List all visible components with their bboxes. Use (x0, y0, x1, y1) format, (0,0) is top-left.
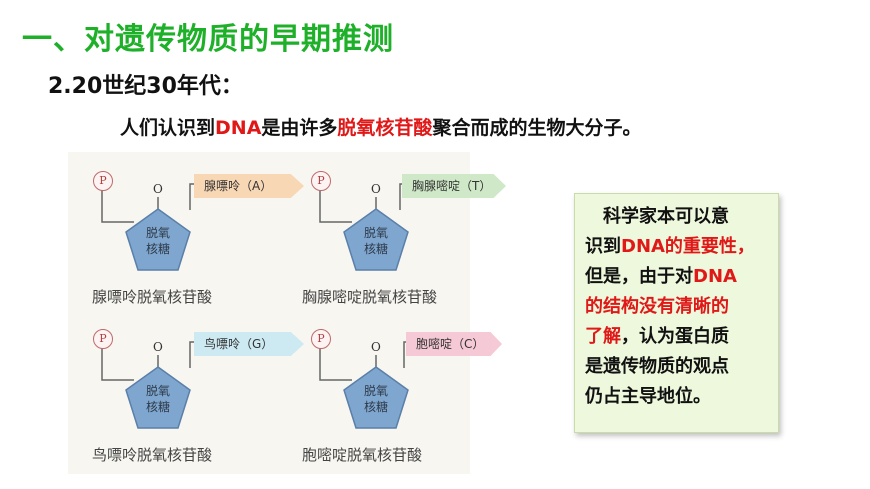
phosphate-icon: P (311, 329, 331, 349)
note-line-5a: 了解 (585, 326, 621, 347)
sugar-label: 脱氧 核糖 (138, 383, 178, 415)
note-line-2: 识到DNA的重要性， (585, 232, 768, 262)
sugar-label-bottom: 核糖 (363, 400, 388, 414)
sugar-label-top: 脱氧 (363, 226, 388, 240)
note-box: 科学家本可以意 识到DNA的重要性， 但是，由于对DNA 的结构没有清晰的 了解… (574, 193, 779, 433)
statement-dna: DNA (215, 117, 262, 139)
phosphate-icon: P (93, 329, 113, 349)
oxygen-label: O (153, 182, 163, 196)
statement-text: 人们认识到DNA是由许多脱氧核苷酸聚合而成的生物大分子。 (120, 113, 641, 140)
statement-part3: 聚合而成的生物大分子。 (432, 117, 642, 139)
nucleotide-c: P O 脱氧 核糖 胞嘧啶（C） 胞嘧啶脱氧核苷酸 (294, 320, 502, 480)
note-line-2a: 识到 (585, 236, 621, 257)
oxygen-label: O (153, 340, 163, 354)
note-line-5b: ，认为蛋白质 (621, 326, 729, 347)
sugar-label: 脱氧 核糖 (356, 383, 396, 415)
note-line-2b: DNA的重要性， (621, 236, 755, 257)
note-line-6: 是遗传物质的观点 (585, 356, 729, 377)
base-tag-t: 胸腺嘧啶（T） (402, 174, 506, 198)
nucleotide-g: P O 脱氧 核糖 鸟嘌呤（G） 鸟嘌呤脱氧核苷酸 (76, 320, 304, 480)
sugar-label-top: 脱氧 (363, 384, 388, 398)
section-subtitle: 2.20世纪30年代： (48, 74, 243, 99)
note-line-7: 仍占主导地位。 (585, 386, 711, 407)
note-line-5: 了解，认为蛋白质 (585, 322, 768, 352)
note-line-4: 的结构没有清晰的 (585, 296, 729, 317)
nucleotide-c-structure (319, 341, 410, 429)
sugar-label: 脱氧 核糖 (138, 225, 178, 257)
statement-part2: 是由许多 (261, 117, 338, 139)
note-line-3b: DNA (693, 266, 737, 287)
note-line-3a: 但是，由于对 (585, 266, 693, 287)
base-tag-a: 腺嘌呤（A） (194, 174, 304, 198)
sugar-label-bottom: 核糖 (363, 242, 388, 256)
statement-nucleotide: 脱氧核苷酸 (337, 117, 433, 139)
sugar-label-bottom: 核糖 (145, 242, 170, 256)
phosphate-icon: P (93, 171, 113, 191)
oxygen-label: O (371, 340, 381, 354)
nucleotide-figure: P O 脱氧 核糖 腺嘌呤（A） 腺嘌呤脱氧核苷酸 P O 脱氧 核糖 胸腺嘧啶… (68, 152, 506, 474)
sugar-label-top: 脱氧 (145, 226, 170, 240)
sugar-label-bottom: 核糖 (145, 400, 170, 414)
caption-g: 鸟嘌呤脱氧核苷酸 (92, 446, 213, 464)
sugar-label-top: 脱氧 (145, 384, 170, 398)
oxygen-label: O (371, 182, 381, 196)
caption-t: 胸腺嘧啶脱氧核苷酸 (302, 288, 438, 306)
nucleotide-g-structure (101, 341, 198, 429)
caption-c: 胞嘧啶脱氧核苷酸 (302, 446, 423, 464)
note-line-3: 但是，由于对DNA (585, 262, 768, 292)
note-line-1: 科学家本可以意 (603, 206, 729, 227)
statement-part1: 人们认识到 (120, 117, 216, 139)
base-tag-c: 胞嘧啶（C） (406, 332, 502, 356)
nucleotide-t: P O 脱氧 核糖 胸腺嘧啶（T） 胸腺嘧啶脱氧核苷酸 (294, 162, 506, 322)
base-tag-g: 鸟嘌呤（G） (194, 332, 304, 356)
slide-title: 一、对遗传物质的早期推测 (22, 22, 394, 57)
phosphate-icon: P (311, 171, 331, 191)
caption-a: 腺嘌呤脱氧核苷酸 (92, 288, 213, 306)
nucleotide-a: P O 脱氧 核糖 腺嘌呤（A） 腺嘌呤脱氧核苷酸 (76, 162, 304, 322)
sugar-label: 脱氧 核糖 (356, 225, 396, 257)
